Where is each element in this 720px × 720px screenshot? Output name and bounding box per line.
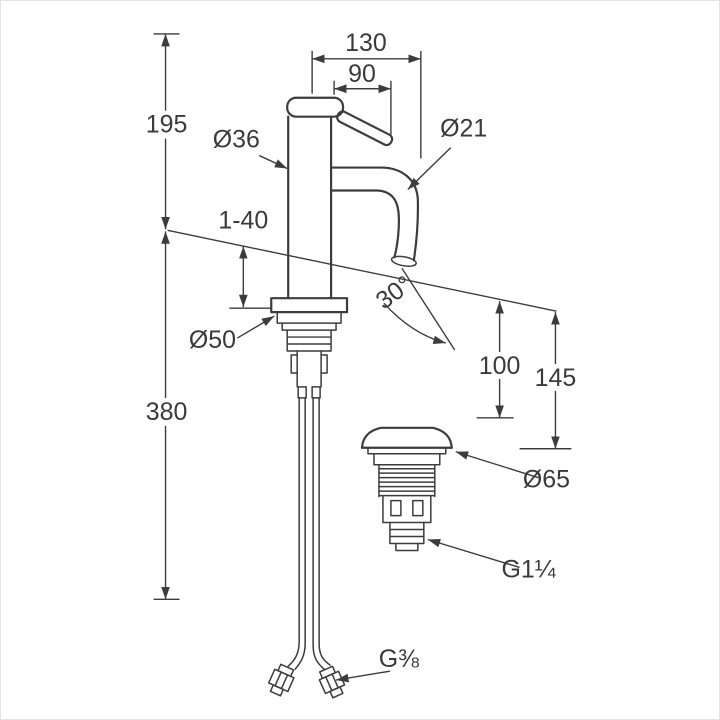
faucet-body: [287, 115, 333, 300]
dim-spout-angle: 30°: [371, 267, 456, 351]
drain-flange-ring: [373, 452, 441, 466]
dim-width-130: 130: [311, 29, 422, 159]
label-dia-50: Ø50: [189, 326, 236, 354]
callout-waste-thread: G1¼: [427, 538, 557, 583]
label-thread-g114: G1¼: [502, 555, 557, 583]
label-height-100: 100: [479, 352, 521, 380]
label-width-130: 130: [345, 29, 387, 57]
drain-assembly: [360, 426, 453, 552]
dim-deck-thickness: 1-40: [218, 206, 272, 309]
label-angle-30: 30°: [371, 270, 418, 315]
deck-reference-line: [167, 229, 557, 312]
mounting-hardware: [286, 329, 332, 399]
drain-cap: [360, 426, 453, 455]
callout-spout-diameter: Ø21: [407, 115, 487, 190]
dim-outlet-height-100: 100: [476, 301, 523, 419]
base-flange: [270, 297, 349, 331]
label-height-195: 195: [146, 111, 188, 139]
callout-waste-cap-diameter: Ø65: [455, 451, 570, 494]
dim-clearance-145: 145: [519, 312, 579, 450]
lever-handle: [286, 96, 394, 147]
label-height-145: 145: [535, 364, 577, 392]
spout: [329, 166, 420, 267]
supply-hoses: [287, 397, 331, 670]
hose-connector-right: [318, 665, 346, 699]
label-deck-thickness: 1-40: [218, 206, 268, 234]
dimensions: 195 380 130 90 Ø36 Ø21: [143, 29, 579, 683]
drain-slotted-body: [382, 495, 432, 524]
label-dia-36: Ø36: [213, 126, 260, 154]
spout-outlet: [390, 255, 417, 267]
label-width-90: 90: [348, 60, 376, 88]
dim-height-195: 195: [143, 33, 190, 230]
label-dia-65: Ø65: [523, 466, 570, 494]
callout-base-diameter: Ø50: [189, 315, 275, 354]
callout-body-diameter: Ø36: [213, 126, 288, 170]
dim-width-90: 90: [333, 60, 392, 135]
callout-supply-thread: G⅜: [335, 645, 419, 683]
hose-connectors: [267, 663, 346, 699]
drain-threaded-body: [378, 463, 436, 498]
label-length-380: 380: [146, 398, 188, 426]
faucet: [267, 96, 420, 699]
dim-length-380: 380: [143, 231, 190, 601]
label-dia-21: Ø21: [440, 115, 487, 143]
hose-connector-left: [267, 663, 295, 697]
label-thread-g38: G⅜: [379, 645, 419, 673]
drain-tailpiece: [389, 521, 425, 552]
